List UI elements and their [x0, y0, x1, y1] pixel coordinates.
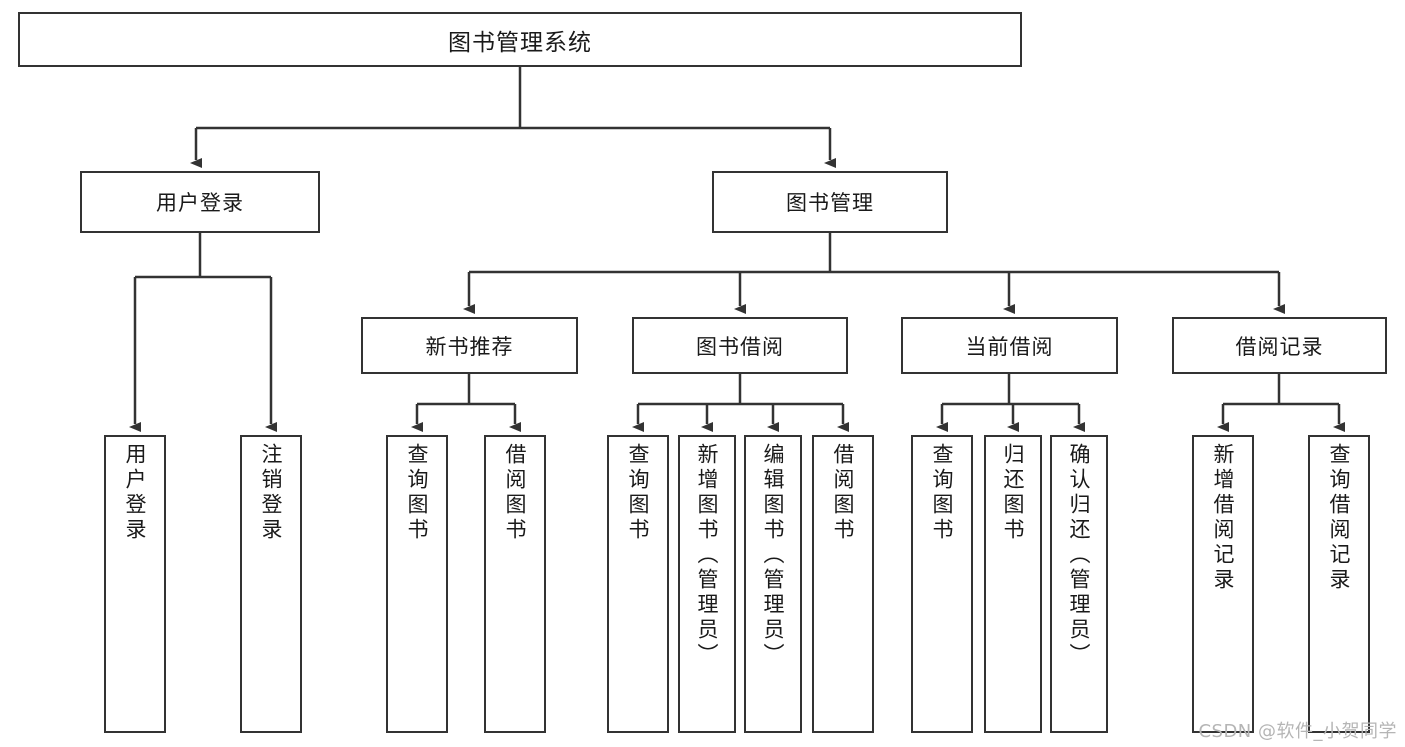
node-book-management[interactable]: 图书管理 [712, 171, 948, 233]
watermark-text: CSDN @软件_小贺同学 [1198, 721, 1397, 742]
leaf-confirm-return-admin[interactable]: 确认归还（管理员） [1050, 435, 1108, 733]
node-root-system[interactable]: 图书管理系统 [18, 12, 1022, 67]
leaf-query-books-current[interactable]: 查询图书 [911, 435, 973, 733]
node-borrow-records[interactable]: 借阅记录 [1172, 317, 1387, 374]
leaf-label: 查询借阅记录 [1327, 443, 1352, 593]
leaf-label: 用户登录 [123, 443, 148, 543]
node-current-borrow[interactable]: 当前借阅 [901, 317, 1118, 374]
leaf-edit-book-admin[interactable]: 编辑图书（管理员） [744, 435, 802, 733]
leaf-user-login[interactable]: 用户登录 [104, 435, 166, 733]
leaf-query-books-recommend[interactable]: 查询图书 [386, 435, 448, 733]
leaf-label: 查询图书 [405, 443, 430, 543]
leaf-add-borrow-record[interactable]: 新增借阅记录 [1192, 435, 1254, 733]
leaf-label: 归还图书 [1001, 443, 1026, 543]
node-book-borrow[interactable]: 图书借阅 [632, 317, 848, 374]
leaf-borrow-book[interactable]: 借阅图书 [812, 435, 874, 733]
leaf-label: 新增图书（管理员） [695, 443, 720, 668]
leaf-label: 注销登录 [259, 443, 284, 543]
node-user-login[interactable]: 用户登录 [80, 171, 320, 233]
leaf-label: 确认归还（管理员） [1067, 443, 1092, 668]
leaf-query-borrow-record[interactable]: 查询借阅记录 [1308, 435, 1370, 733]
leaf-label: 新增借阅记录 [1211, 443, 1236, 593]
leaf-return-book[interactable]: 归还图书 [984, 435, 1042, 733]
leaf-label: 查询图书 [930, 443, 955, 543]
leaf-label: 编辑图书（管理员） [761, 443, 786, 668]
node-new-book-recommend[interactable]: 新书推荐 [361, 317, 578, 374]
leaf-logout[interactable]: 注销登录 [240, 435, 302, 733]
leaf-label: 借阅图书 [503, 443, 528, 543]
leaf-label: 借阅图书 [831, 443, 856, 543]
leaf-add-book-admin[interactable]: 新增图书（管理员） [678, 435, 736, 733]
leaf-label: 查询图书 [626, 443, 651, 543]
leaf-query-books-borrow[interactable]: 查询图书 [607, 435, 669, 733]
leaf-borrow-books-recommend[interactable]: 借阅图书 [484, 435, 546, 733]
